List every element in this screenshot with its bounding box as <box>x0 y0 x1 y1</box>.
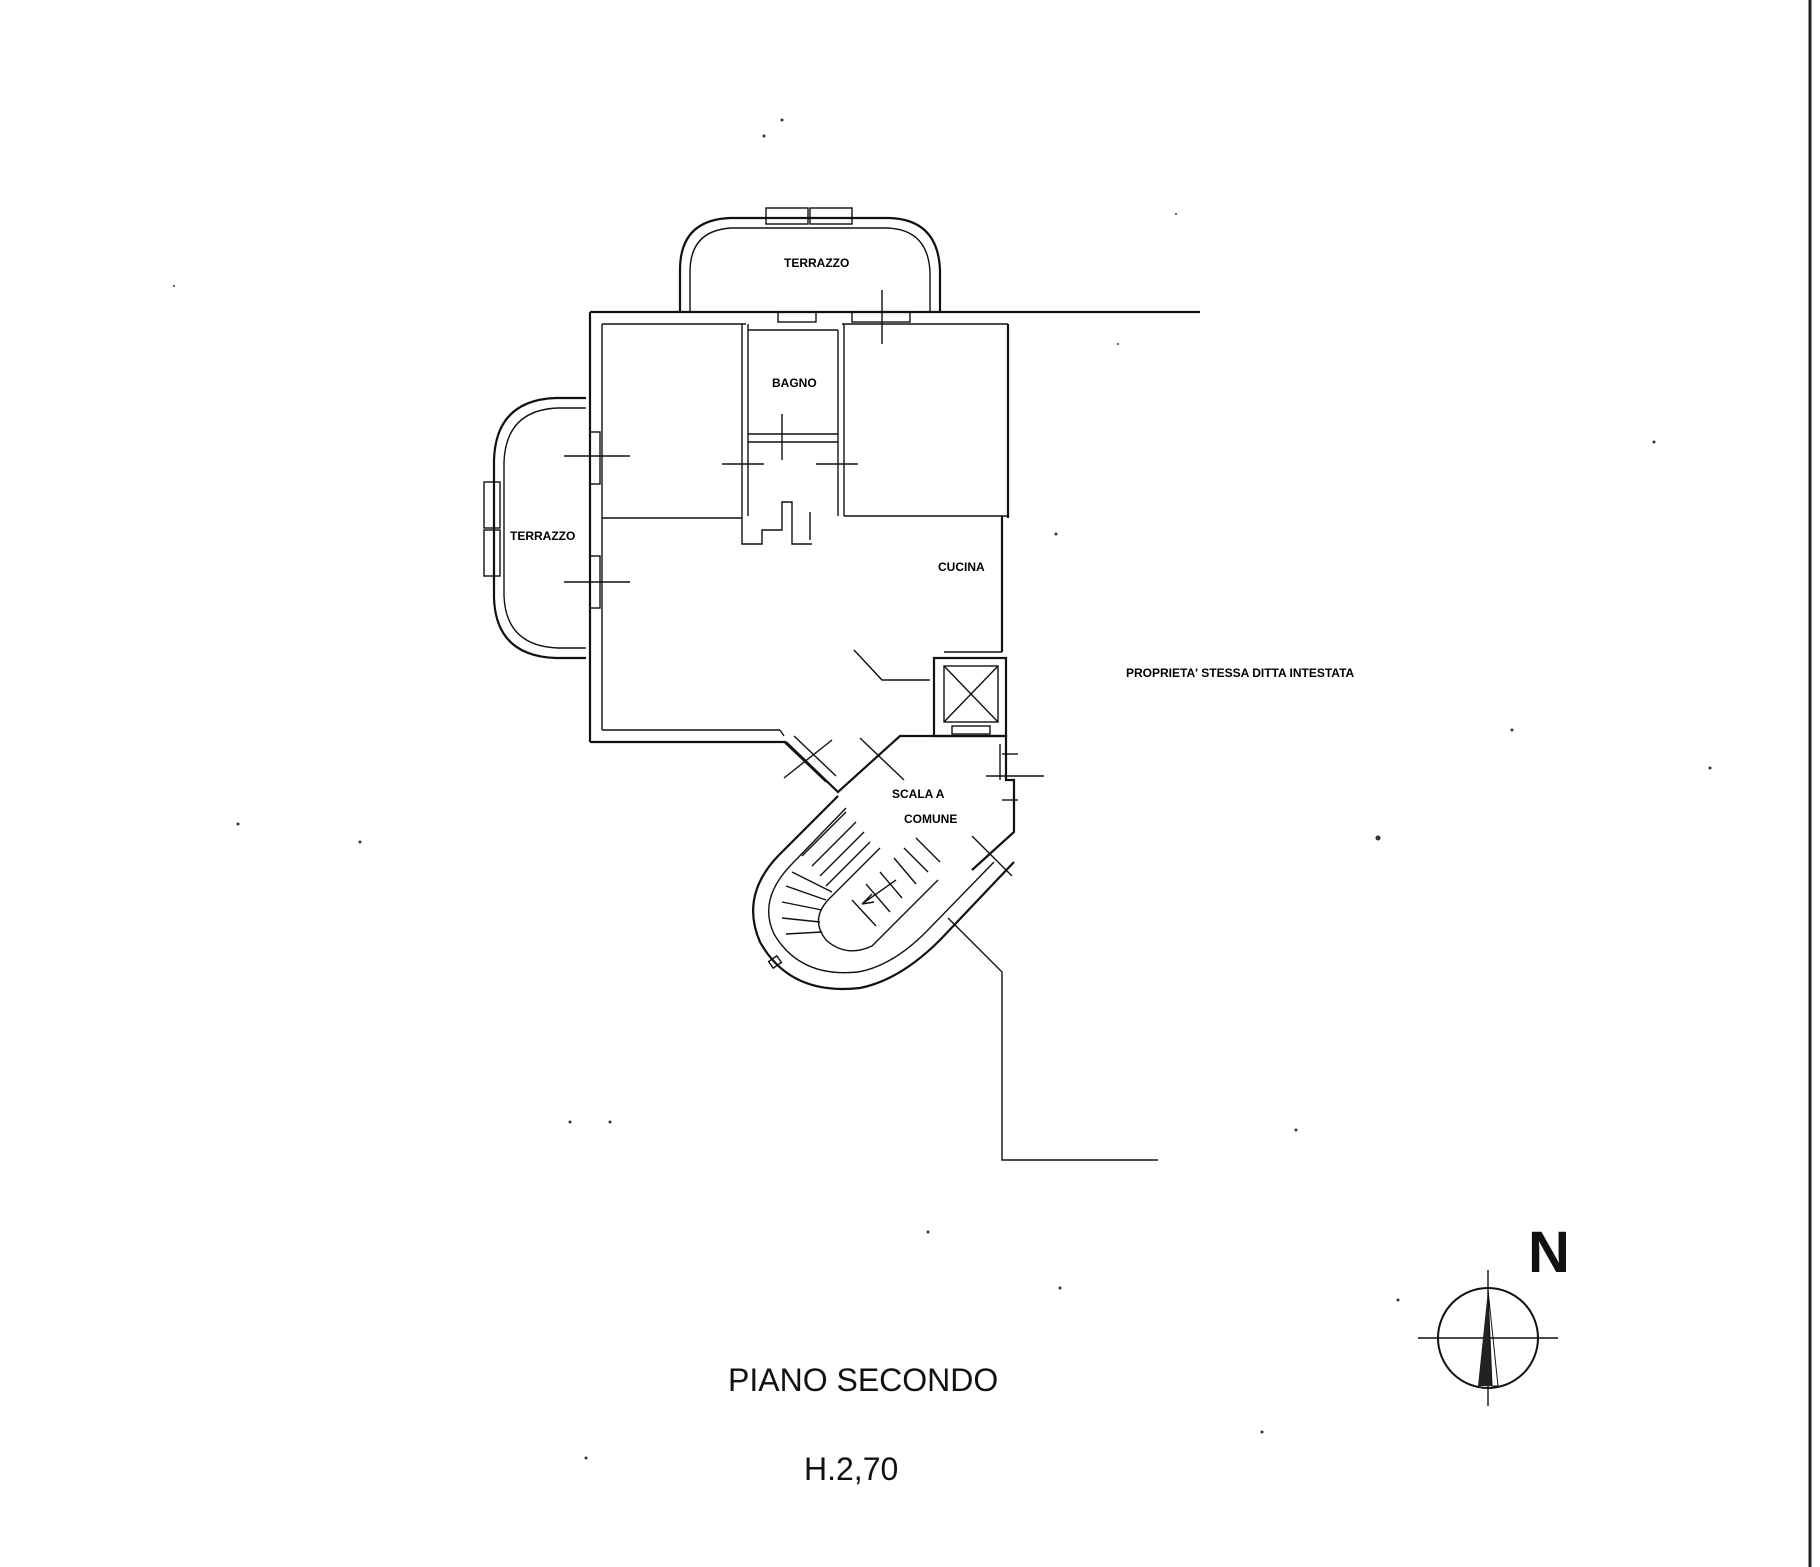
common-staircase <box>752 795 1015 991</box>
apartment-walls <box>588 310 1200 744</box>
boundary-lines <box>947 917 1158 1161</box>
floor-height: H.2,70 <box>804 1451 898 1487</box>
floor-title: PIANO SECONDO <box>728 1362 998 1398</box>
north-compass: N <box>1418 1220 1570 1406</box>
label-cucina: CUCINA <box>938 560 985 574</box>
label-scala-line1: SCALA A <box>892 787 945 801</box>
label-bagno: BAGNO <box>772 376 817 390</box>
label-terrazzo-top: TERRAZZO <box>784 256 849 270</box>
terrace-left <box>483 396 586 660</box>
door-markers <box>564 290 1044 877</box>
elevator-shaft <box>932 656 1008 738</box>
terrace-top <box>678 207 942 312</box>
label-terrazzo-left: TERRAZZO <box>510 529 575 543</box>
interior-partitions <box>602 324 1008 681</box>
label-scala-line2: COMUNE <box>904 812 957 826</box>
north-label: N <box>1528 1220 1570 1285</box>
scan-specks <box>173 118 1712 1460</box>
label-proprieta: PROPRIETA' STESSA DITTA INTESTATA <box>1126 666 1355 680</box>
stair-landing <box>779 729 1018 871</box>
